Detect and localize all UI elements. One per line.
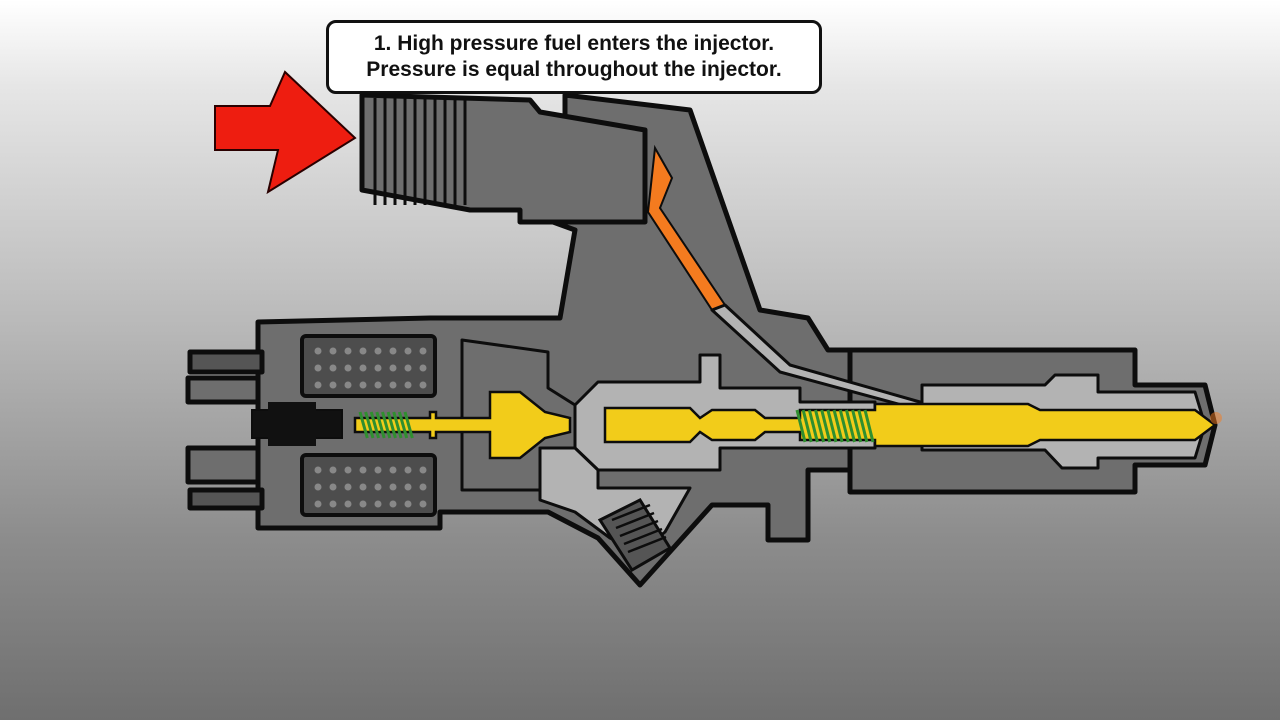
coil-winding [419,500,427,508]
coil-winding [314,466,322,474]
coil-winding [389,364,397,372]
coil-winding [314,500,322,508]
nozzle-needle [603,402,1218,448]
coil-winding [329,483,337,491]
solenoid-coil-lower [300,453,437,517]
inlet-arrow-icon [214,70,357,195]
coil-winding [374,381,382,389]
spring-coil [369,411,381,439]
spring-coil [863,409,875,443]
coil-winding [359,381,367,389]
coil-winding [374,347,382,355]
inlet-threads [373,98,467,205]
coil-winding [359,500,367,508]
spring-coil [386,411,397,439]
coil-winding [344,483,352,491]
spring-coil [807,409,819,443]
spring-coil [844,409,856,443]
coil-winding [389,500,397,508]
coil-winding [359,466,367,474]
coil-winding [344,364,352,372]
coil-winding [389,347,397,355]
spring-coil [403,411,414,439]
coil-winding [374,483,382,491]
spring-coil [826,409,838,443]
coil-winding [374,500,382,508]
coil-winding [404,483,412,491]
coil-winding [359,364,367,372]
coil-winding [419,347,427,355]
spring-coil [364,411,375,439]
caption-line-1: 1. High pressure fuel enters the injecto… [373,32,775,55]
coil-winding [329,500,337,508]
spring-coil [832,409,844,443]
coil-winding [404,466,412,474]
coil-winding [314,381,322,389]
spring-coil [814,409,826,443]
spring-coil [381,411,392,439]
coil-winding [419,364,427,372]
caption-line-2: Pressure is equal throughout the injecto… [366,58,782,81]
coil-winding [314,364,322,372]
coil-winding [329,364,337,372]
spring-coil [851,409,863,443]
spring-coil [795,409,807,443]
coil-winding [329,466,337,474]
coil-winding [419,466,427,474]
coil-winding [374,466,382,474]
control-valve [353,390,572,460]
coil-winding [359,483,367,491]
coil-winding [389,483,397,491]
coil-winding [389,381,397,389]
coil-winding [359,347,367,355]
spring-coil [397,411,409,439]
coil-winding [344,347,352,355]
coil-winding [344,381,352,389]
coil-winding [314,347,322,355]
spring-coil [375,411,386,439]
spring-coil [392,411,403,439]
coil-winding [389,466,397,474]
coil-winding [344,500,352,508]
coil-winding [404,347,412,355]
spring-coil [358,411,369,439]
coil-winding [329,347,337,355]
spring-coil [857,409,869,443]
coil-winding [419,381,427,389]
solenoid-coil-upper [300,334,437,398]
spring-coil [801,409,813,443]
nozzle-tip [1210,412,1222,424]
upper-stud [187,349,265,375]
step-caption: 1. High pressure fuel enters the injecto… [326,20,822,94]
coil-winding [344,466,352,474]
coil-winding [329,381,337,389]
spring-coil [838,409,850,443]
coil-winding [404,381,412,389]
electrical-connector [251,402,343,446]
coil-winding [419,483,427,491]
spring-coil [820,409,832,443]
coil-winding [404,500,412,508]
coil-winding [314,483,322,491]
coil-winding [404,364,412,372]
coil-winding [374,364,382,372]
return-fitting [597,498,673,573]
springs [358,409,875,443]
lower-stud [187,487,265,511]
